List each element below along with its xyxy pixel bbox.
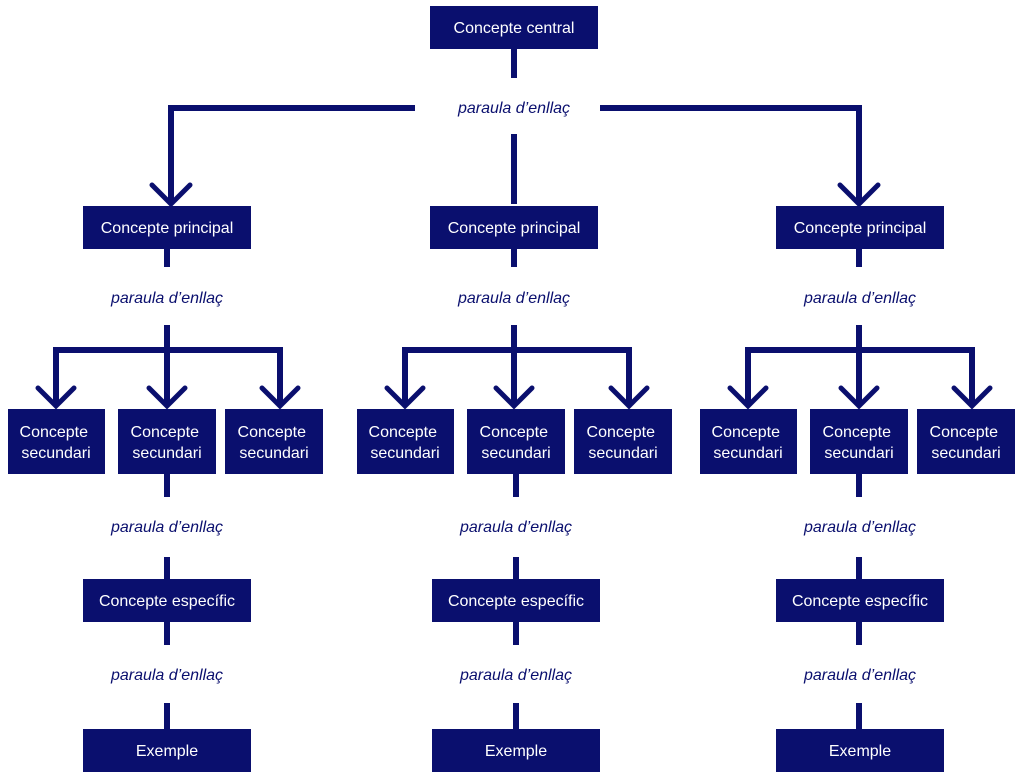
secondary-concept-label: Concepte secundari [238, 424, 311, 462]
principal-concept-label: Concepte principal [101, 220, 234, 237]
secondary-concept-label: Concepte secundari [480, 424, 553, 462]
specific-concept-box [83, 579, 251, 622]
branch-left: Concepte principal paraula d’enllaç Conc… [8, 206, 323, 772]
secondary-concept-label: Concepte secundari [823, 424, 896, 462]
specific-concept-box [776, 579, 944, 622]
specific-concept-label: Concepte específic [792, 593, 928, 610]
example-label: Exemple [136, 743, 198, 760]
example-box [83, 729, 251, 772]
link-phrase: paraula d’enllaç [803, 667, 916, 684]
principal-concept-box [83, 206, 251, 249]
arrow-head [838, 385, 880, 410]
secondary-concept-label: Concepte secundari [587, 424, 660, 462]
arrow-head [608, 385, 650, 410]
arrow-head [35, 385, 77, 410]
branch-right: Concepte principal paraula d’enllaç Conc… [700, 206, 1015, 772]
link-phrase: paraula d’enllaç [110, 290, 223, 307]
specific-concept-label: Concepte específic [448, 593, 584, 610]
link-phrase: paraula d’enllaç [803, 519, 916, 536]
arrow-head [146, 385, 188, 410]
link-phrase: paraula d’enllaç [459, 667, 572, 684]
link-phrase: paraula d’enllaç [457, 290, 570, 307]
central-concept-label: Concepte central [454, 20, 575, 37]
link-phrase: paraula d’enllaç [459, 519, 572, 536]
example-box [776, 729, 944, 772]
secondary-concept-label: Concepte secundari [712, 424, 785, 462]
branch-middle: Concepte principal paraula d’enllaç Conc… [357, 206, 672, 772]
arrow-head [493, 385, 535, 410]
secondary-concept-box [118, 409, 216, 474]
specific-concept-box [432, 579, 600, 622]
principal-concept-label: Concepte principal [448, 220, 581, 237]
secondary-concept-box [810, 409, 908, 474]
secondary-concept-box [700, 409, 797, 474]
principal-concept-box [430, 206, 598, 249]
example-box [432, 729, 600, 772]
example-label: Exemple [829, 743, 891, 760]
arrow-head [727, 385, 769, 410]
link-phrase: paraula d’enllaç [803, 290, 916, 307]
secondary-concept-label: Concepte secundari [20, 424, 93, 462]
secondary-concept-label: Concepte secundari [369, 424, 442, 462]
link-phrase: paraula d’enllaç [457, 100, 570, 117]
secondary-concept-box [917, 409, 1015, 474]
example-label: Exemple [485, 743, 547, 760]
secondary-concept-box [8, 409, 105, 474]
secondary-concept-box [467, 409, 565, 474]
principal-concept-box [776, 206, 944, 249]
secondary-concept-box [225, 409, 323, 474]
secondary-concept-box [357, 409, 454, 474]
secondary-concept-label: Concepte secundari [131, 424, 204, 462]
link-phrase: paraula d’enllaç [110, 667, 223, 684]
specific-concept-label: Concepte específic [99, 593, 235, 610]
link-phrase: paraula d’enllaç [110, 519, 223, 536]
arrow-head [384, 385, 426, 410]
principal-concept-label: Concepte principal [794, 220, 927, 237]
central-concept-box [430, 6, 598, 49]
arrow-head [149, 182, 193, 208]
arrow-head [259, 385, 301, 410]
arrow-head [837, 182, 881, 208]
arrow-head [951, 385, 993, 410]
secondary-concept-label: Concepte secundari [930, 424, 1003, 462]
secondary-concept-box [574, 409, 672, 474]
